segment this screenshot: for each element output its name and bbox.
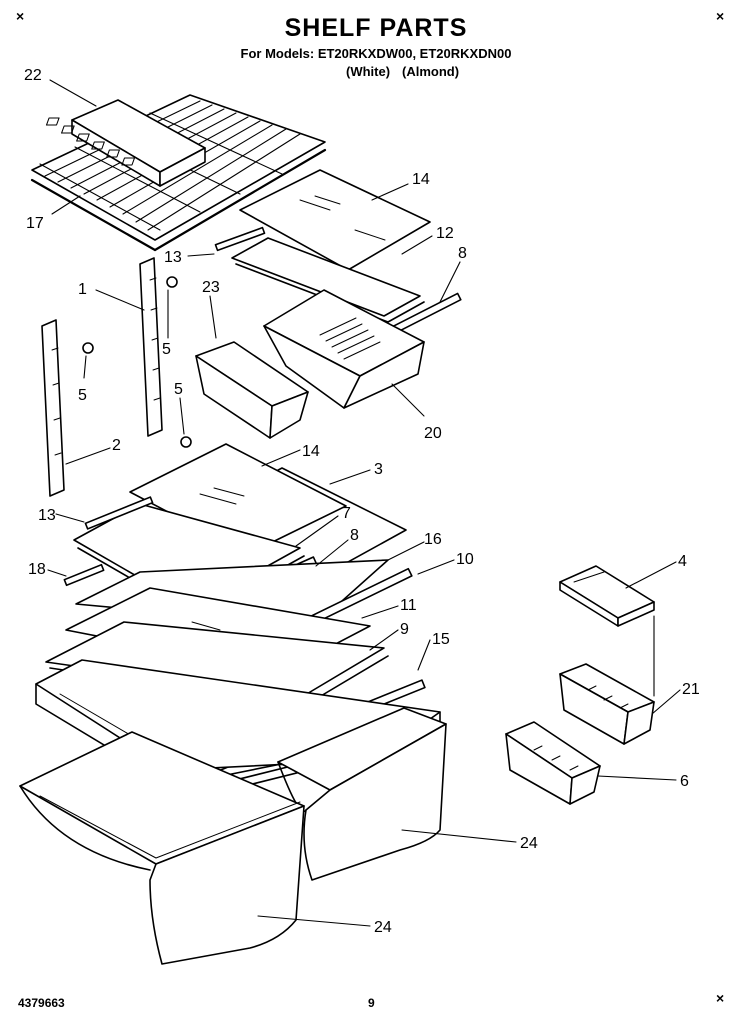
- callout-24-right: 24: [520, 835, 538, 852]
- dairy-bin-23: [195, 341, 309, 439]
- callout-14-upper: 14: [412, 171, 430, 188]
- callout-2: 2: [112, 437, 121, 454]
- callout-6: 6: [680, 773, 689, 790]
- callout-7: 7: [342, 505, 351, 522]
- model-numbers: For Models: ET20RKXDW00, ET20RKXDN00: [240, 46, 512, 61]
- butter-door-4: [559, 565, 655, 627]
- callout-20: 20: [424, 425, 442, 442]
- corner-mark-top-left: ×: [16, 8, 25, 24]
- callout-numbers: 22 17 14 13 12 8 1 23 5 5 5 20 2 14 3 13…: [24, 67, 700, 936]
- callout-21: 21: [682, 681, 700, 698]
- screw-5-b: [82, 342, 94, 354]
- callout-14-middle: 14: [302, 443, 320, 460]
- callout-8-upper: 8: [458, 245, 467, 262]
- shelf-support-1: [139, 257, 163, 437]
- callout-5-upper: 5: [162, 341, 171, 358]
- callout-17: 17: [26, 215, 44, 232]
- callout-5-lower: 5: [174, 381, 183, 398]
- callout-24-left: 24: [374, 919, 392, 936]
- corner-mark-top-right: ×: [716, 8, 725, 24]
- screw-5-c: [180, 436, 192, 448]
- callout-8-middle: 8: [350, 527, 359, 544]
- color-almond-label: (Almond): [402, 64, 460, 79]
- callout-4: 4: [678, 553, 687, 570]
- callout-23: 23: [202, 279, 220, 296]
- dairy-bin-6: [505, 721, 601, 805]
- callout-18: 18: [28, 561, 46, 578]
- rail-18: [63, 563, 105, 587]
- footer-page-number: 9: [368, 996, 375, 1010]
- screw-5-a: [166, 276, 178, 288]
- upper-glass-shelf-14: [239, 169, 431, 271]
- leader-lines: [47, 79, 681, 927]
- callout-10: 10: [456, 551, 474, 568]
- color-white-label: (White): [346, 64, 391, 79]
- callout-9: 9: [400, 621, 409, 638]
- callout-12: 12: [436, 225, 454, 242]
- callout-11: 11: [400, 597, 417, 614]
- callout-5-left: 5: [78, 387, 87, 404]
- callout-22: 22: [24, 67, 42, 84]
- page-title: SHELF PARTS: [284, 14, 468, 42]
- meat-pan-20: [263, 289, 425, 409]
- callout-13-upper: 13: [164, 249, 182, 266]
- crisper-drawer-24-left: [19, 731, 305, 965]
- callout-3: 3: [374, 461, 383, 478]
- callout-13-middle: 13: [38, 507, 56, 524]
- callout-16: 16: [424, 531, 442, 548]
- egg-tray-22: [45, 99, 206, 187]
- corner-mark-bottom-right: ×: [716, 990, 725, 1006]
- shelf-support-2: [41, 319, 65, 497]
- butter-bin-21: [559, 663, 655, 745]
- rail-13-middle: [84, 496, 154, 530]
- rail-13-upper: [214, 226, 266, 252]
- footer-part-number: 4379663: [18, 996, 65, 1010]
- callout-15: 15: [432, 631, 450, 648]
- callout-1: 1: [78, 281, 87, 298]
